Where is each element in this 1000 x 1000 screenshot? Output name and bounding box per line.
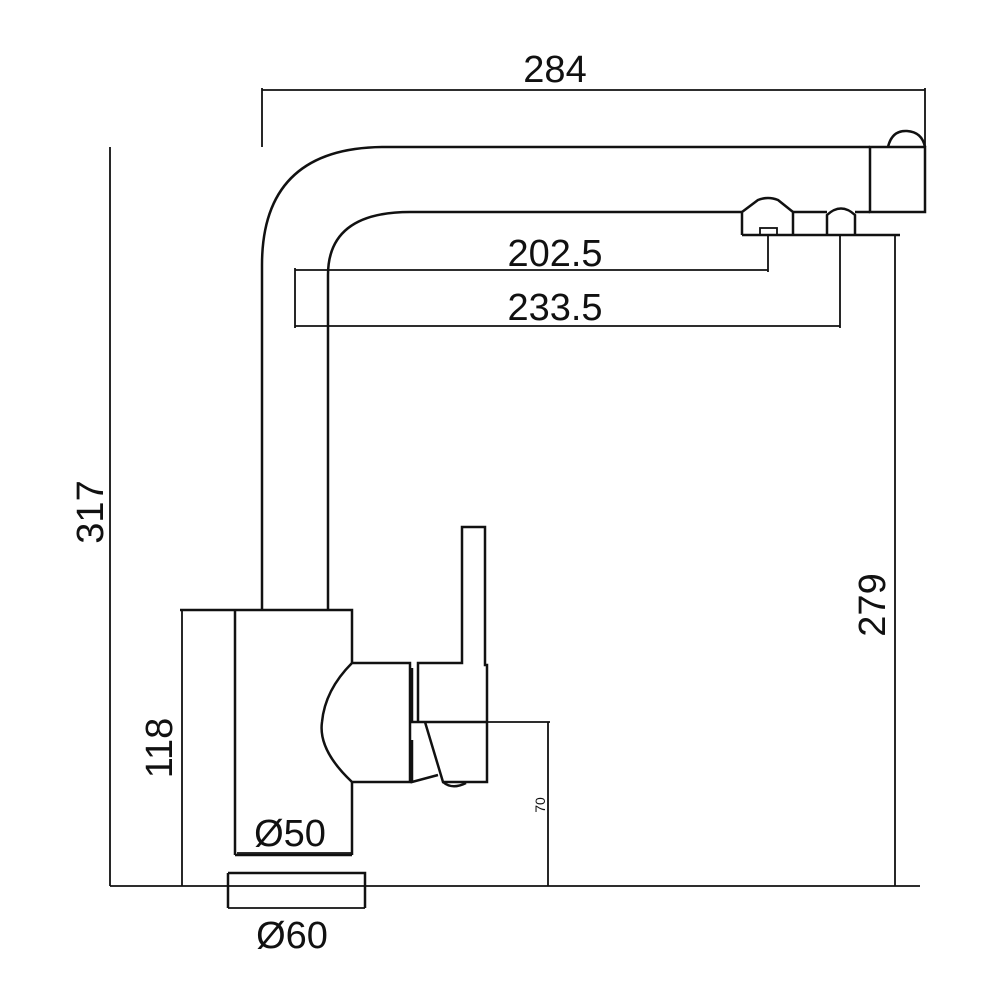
dim-base-diameter: Ø60 [256,915,328,957]
dim-aerator-reach-2: 233.5 [507,287,602,329]
dim-body-diameter: Ø50 [254,813,326,855]
dim-overall-height: 317 [70,480,112,543]
aerator-2 [825,207,857,235]
dim-overall-reach: 284 [523,49,586,91]
spout-head-dome [886,129,927,148]
dimension-labels: 284 202.5 233.5 317 279 118 70 Ø50 Ø60 [70,49,894,957]
spout-inner [326,210,742,610]
lever-tip [442,781,467,788]
spout-outer [260,145,870,610]
spout-head [868,145,927,214]
dim-aerator-reach-1: 202.5 [507,233,602,275]
dim-spout-clearance: 279 [852,573,894,636]
body [180,608,354,855]
base [226,853,367,908]
cartridge [320,661,412,784]
lever-handle [410,525,489,784]
dim-lever-height: 70 [532,797,548,813]
dimension-lines [109,88,926,909]
faucet-outline [180,129,927,908]
aerator-lines [742,210,900,237]
aerator-1 [740,196,795,235]
dim-body-height: 118 [139,718,181,779]
